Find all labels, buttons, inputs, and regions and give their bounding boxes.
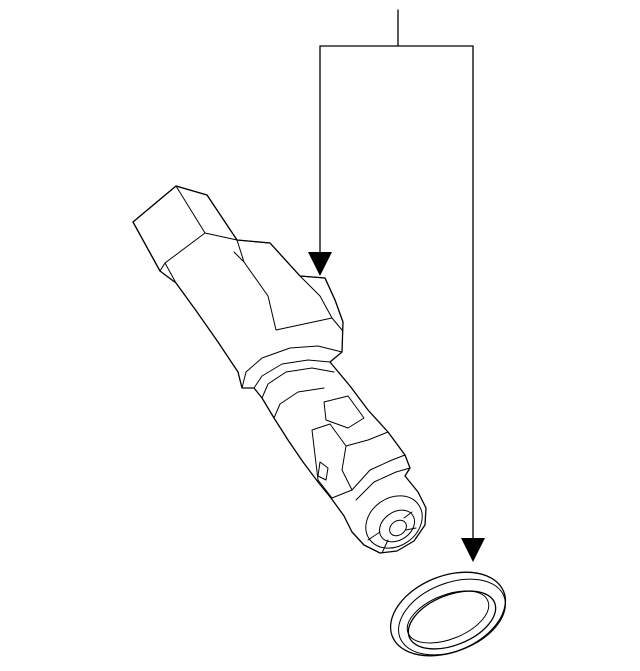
connector-left-edge bbox=[132, 221, 161, 272]
callout-leader bbox=[308, 9, 485, 562]
nozzle-tip-inner bbox=[378, 509, 416, 543]
nozzle-orifice bbox=[389, 519, 407, 537]
arrowhead-injector bbox=[308, 252, 332, 276]
nozzle-clip bbox=[323, 395, 365, 429]
collar-inner bbox=[253, 359, 331, 389]
nozzle-tip-spokes bbox=[367, 511, 417, 554]
body-panel-edge bbox=[236, 239, 245, 263]
side-boss bbox=[299, 275, 344, 323]
nozzle-ring-1 bbox=[273, 387, 325, 419]
nozzle-slot bbox=[317, 461, 329, 481]
injector-body bbox=[132, 185, 427, 554]
callout-branches bbox=[319, 45, 474, 541]
collar-lower bbox=[261, 367, 335, 399]
o-ring-inner bbox=[407, 590, 497, 650]
fuel-injector-icon bbox=[132, 185, 427, 554]
nozzle-ring-3 bbox=[355, 467, 411, 501]
connector-lower-edge bbox=[164, 262, 177, 284]
body-panel bbox=[233, 251, 333, 331]
o-ring-outer-edge bbox=[398, 578, 506, 656]
side-boss-inner bbox=[299, 275, 343, 331]
nozzle-band bbox=[311, 423, 353, 499]
shoulder-top bbox=[236, 239, 301, 277]
collar-top bbox=[241, 345, 343, 389]
arrowhead-o-ring bbox=[461, 538, 485, 562]
connector-top bbox=[132, 185, 238, 241]
o-ring-icon bbox=[389, 571, 507, 657]
o-ring-inner-edge bbox=[406, 590, 490, 644]
nozzle-ridge bbox=[345, 431, 389, 447]
nozzle-ring-2 bbox=[351, 454, 406, 491]
